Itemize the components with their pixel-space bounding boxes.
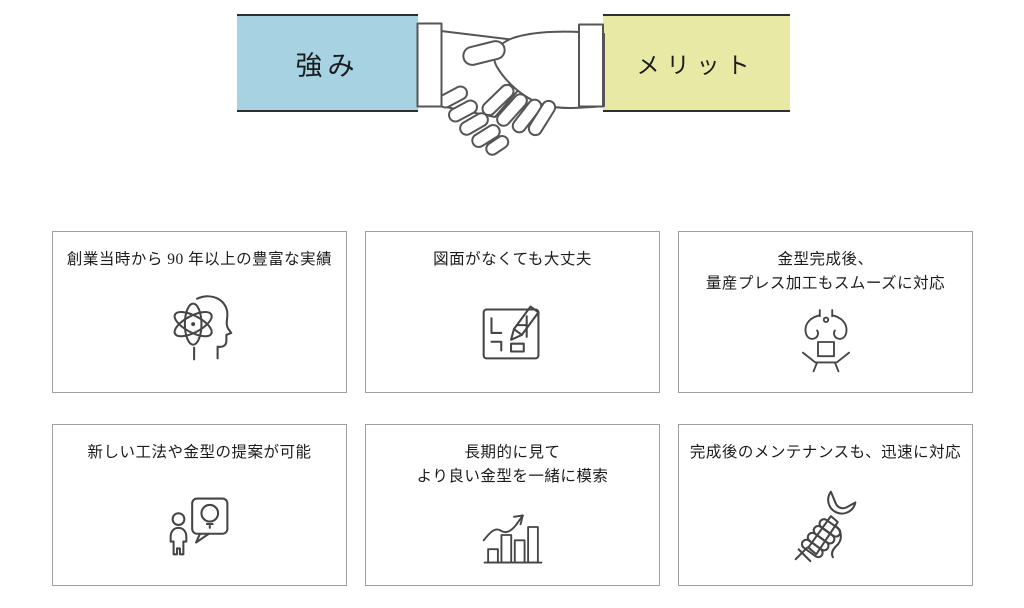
wrench-hand-icon: [794, 490, 856, 563]
mind-atom-icon: [173, 295, 232, 361]
feature-card-press: 金型完成後、 量産プレス加工もスムーズに対応: [678, 231, 973, 393]
handshake-icon: [416, 22, 605, 156]
growth-chart-icon: [482, 514, 542, 564]
handshake-banner: 強み メリット: [0, 0, 1024, 190]
strength-label: 強み: [295, 50, 360, 81]
feature-title: 金型完成後、: [777, 251, 874, 268]
feature-card-longterm: 長期的に見て より良い金型を一緒に模索: [365, 424, 660, 586]
feature-title: 長期的に見て: [464, 444, 561, 461]
feature-title-line2: より良い金型を一緒に模索: [416, 468, 609, 486]
feature-title: 新しい工法や金型の提案が可能: [87, 444, 312, 461]
proposal-idea-bubble-icon: [169, 497, 228, 556]
feature-title: 図面がなくても大丈夫: [433, 251, 592, 268]
blueprint-pencil-icon: [482, 305, 539, 360]
press-claw-icon: [801, 309, 850, 373]
feature-card-maintenance: 完成後のメンテナンスも、迅速に対応: [678, 424, 973, 586]
merit-box: メリット: [603, 14, 790, 112]
strength-box: 強み: [237, 14, 418, 112]
feature-title: 創業当時から 90 年以上の豊富な実績: [66, 251, 333, 268]
feature-card-experience: 創業当時から 90 年以上の豊富な実績: [52, 231, 347, 393]
feature-card-proposal: 新しい工法や金型の提案が可能: [52, 424, 347, 586]
merit-label: メリット: [636, 53, 757, 78]
feature-card-no-drawing: 図面がなくても大丈夫: [365, 231, 660, 393]
feature-title: 完成後のメンテナンスも、迅速に対応: [689, 444, 962, 461]
feature-grid: 創業当時から 90 年以上の豊富な実績 図面がなくても大丈夫: [52, 231, 973, 586]
feature-title-line2: 量産プレス加工もスムーズに対応: [705, 275, 946, 293]
